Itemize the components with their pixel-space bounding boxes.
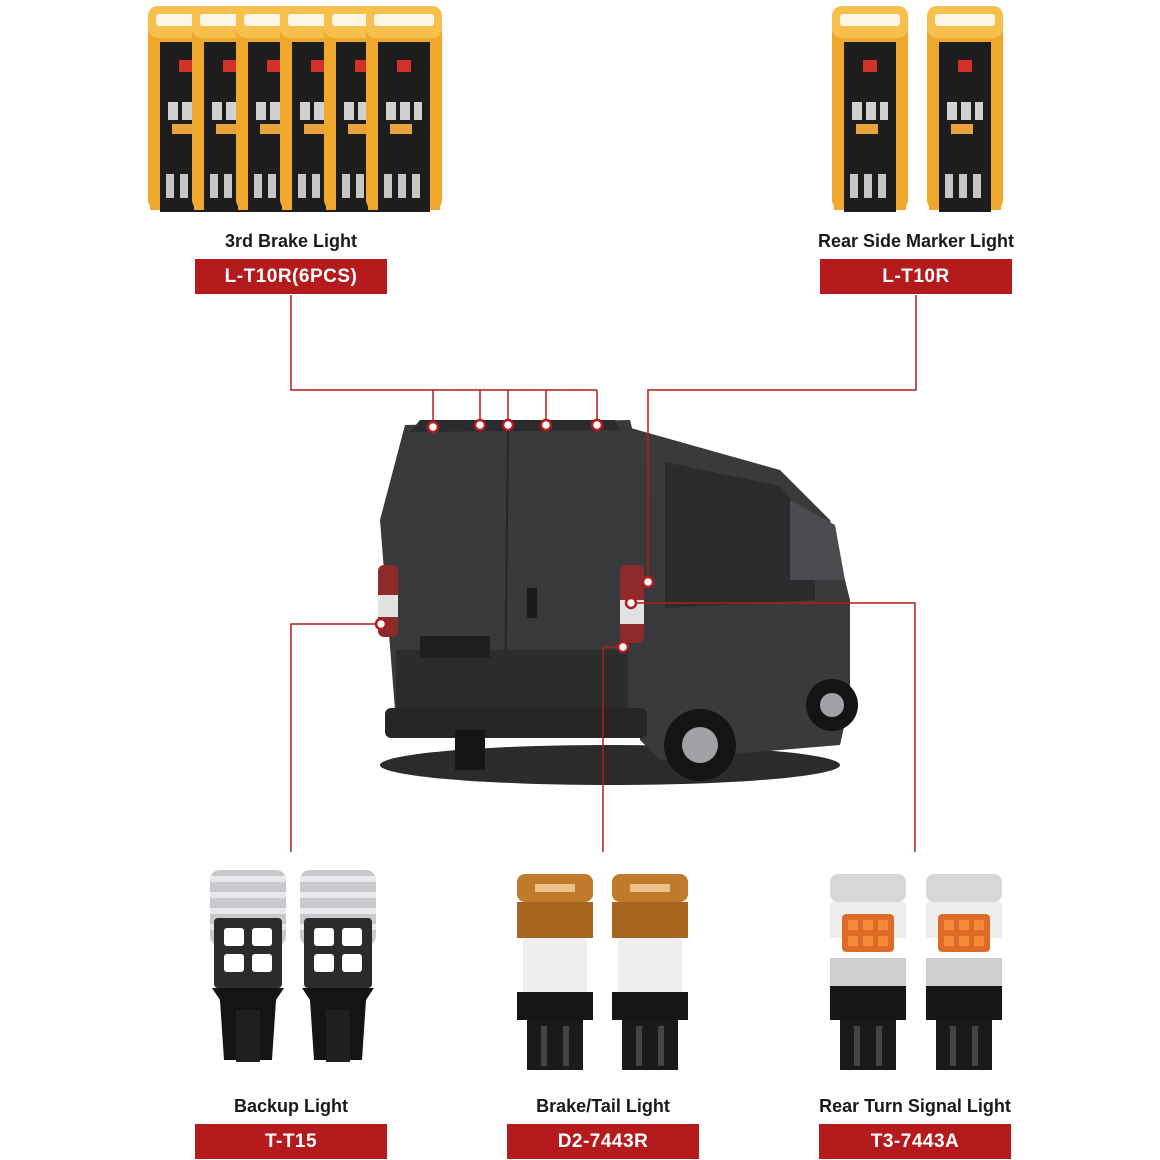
connector-dots [374, 418, 655, 654]
l-t10r-6pcs-bulb-group [148, 6, 442, 212]
socket-bulb-icon [517, 874, 593, 1070]
socket-bulb-icon [612, 874, 688, 1070]
connector-backup-light [290, 623, 381, 852]
product-position-title: Rear Turn Signal Light [819, 1096, 1011, 1116]
silver-wedge-bulb-icon [300, 870, 376, 1062]
t-t15-bulb-group [210, 870, 376, 1062]
silver-wedge-bulb-icon [210, 870, 286, 1062]
l-t10r-bulb-group [832, 6, 1003, 212]
t3-7443a-bulb-group [830, 874, 1002, 1070]
socket-bulb-icon [830, 874, 906, 1070]
d2-7443r-bulb-group [517, 874, 688, 1070]
product-model-badge: L-T10R(6PCS) [195, 259, 387, 294]
product-position-title: Brake/Tail Light [536, 1096, 670, 1116]
product-position-title: Backup Light [233, 1096, 348, 1116]
cargo-van-illustration [378, 420, 858, 785]
pcb-wedge-bulb-icon [832, 6, 908, 212]
product-position-title: 3rd Brake Light [224, 231, 358, 251]
connector-rear-side-marker-light [647, 295, 917, 580]
product-model-badge: T-T15 [195, 1124, 387, 1159]
product-position-title: Rear Side Marker Light [817, 231, 1015, 251]
pcb-wedge-bulb-icon [366, 6, 442, 212]
connector-3rd-brake-light [290, 295, 597, 391]
product-model-badge: L-T10R [820, 259, 1012, 294]
product-model-badge: T3-7443A [819, 1124, 1011, 1159]
socket-bulb-icon [926, 874, 1002, 1070]
pcb-wedge-bulb-icon [927, 6, 1003, 212]
connector-brake-tail-light [602, 646, 623, 852]
connector-lines [290, 295, 917, 852]
product-model-badge: D2-7443R [507, 1124, 699, 1159]
connector-rear-turn-signal-light [631, 602, 916, 852]
